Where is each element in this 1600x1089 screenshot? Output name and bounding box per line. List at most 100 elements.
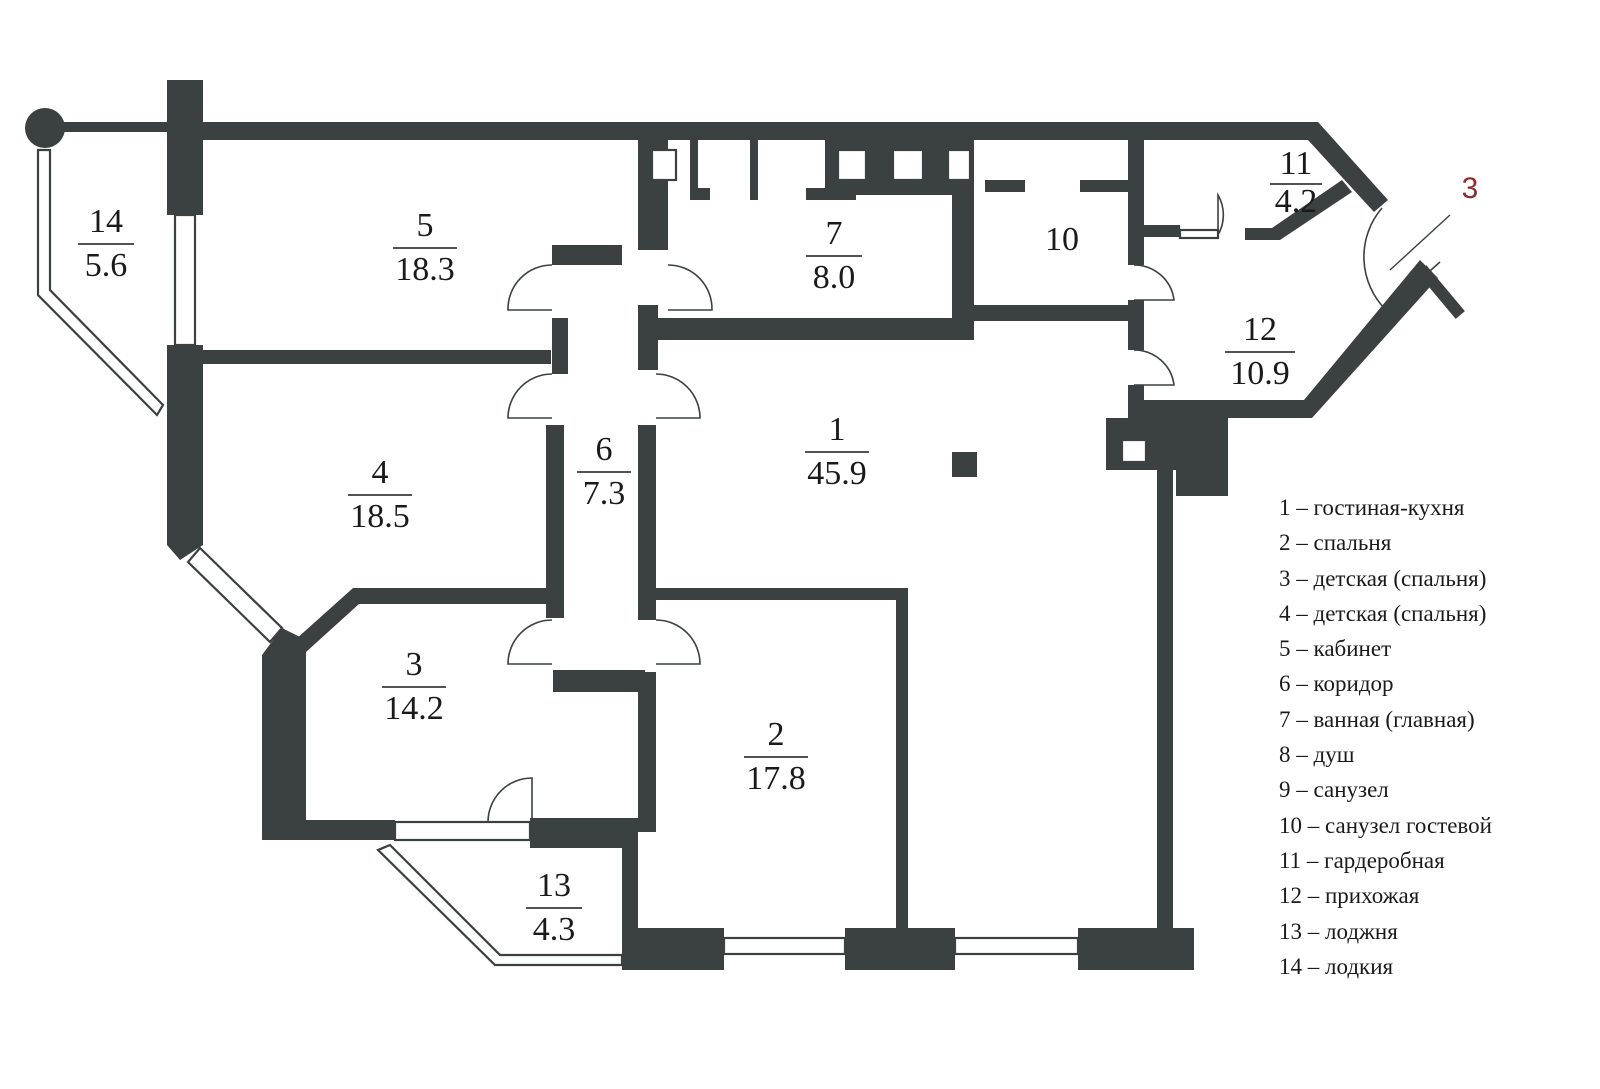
left-wall-lower bbox=[167, 345, 203, 560]
wall-bath-partition-1 bbox=[690, 140, 698, 195]
door-room3 bbox=[507, 619, 553, 665]
room-label-14: 14 5.6 bbox=[78, 203, 134, 284]
room-number: 3 bbox=[406, 646, 423, 683]
room-label-7: 7 8.0 bbox=[806, 215, 862, 296]
legend-item: 6 – коридор bbox=[1279, 671, 1394, 697]
wall-wardrobe-diagonal bbox=[1272, 180, 1352, 240]
door-room5 bbox=[507, 264, 553, 311]
balcony-13-frame bbox=[376, 843, 624, 967]
window-bottom-1 bbox=[722, 936, 847, 956]
wall-bath-partition-2 bbox=[750, 140, 758, 200]
wall-5-4 bbox=[203, 350, 551, 364]
legend-item: 12 – прихожая bbox=[1279, 883, 1420, 909]
wall-hall-jamb bbox=[1128, 385, 1144, 420]
room-area: 18.5 bbox=[350, 498, 410, 535]
bottom-wall-mid bbox=[845, 928, 955, 970]
legend-item: 3 – детская (спальня) bbox=[1279, 565, 1487, 591]
wall-2-1-top bbox=[656, 588, 906, 600]
wall-wardrobe-bottom-right bbox=[1245, 228, 1280, 240]
legend-item: 8 – душ bbox=[1279, 742, 1355, 768]
room-area: 4.2 bbox=[1275, 183, 1318, 220]
room-label-6: 6 7.3 bbox=[577, 431, 631, 512]
door-hall bbox=[1133, 349, 1175, 386]
room-number: 13 bbox=[537, 867, 571, 904]
apartment-marker-line bbox=[1389, 214, 1451, 271]
room-number: 14 bbox=[89, 203, 123, 240]
wall-corridor-right bbox=[638, 425, 656, 620]
top-wall bbox=[200, 122, 1388, 212]
right-wall-stub bbox=[1417, 265, 1465, 319]
shaft-1 bbox=[650, 148, 678, 182]
room-area: 18.3 bbox=[395, 251, 455, 288]
wall-bath-shelf-1 bbox=[690, 188, 710, 200]
room-area: 4.3 bbox=[533, 911, 576, 948]
wall-corridor-left bbox=[546, 425, 564, 600]
shaft-2 bbox=[836, 148, 868, 182]
doors bbox=[487, 192, 1441, 823]
wall-room2-left bbox=[638, 672, 656, 832]
apartment-marker: 3 bbox=[1462, 172, 1479, 205]
shaft-4 bbox=[946, 148, 972, 182]
room-number: 5 bbox=[417, 207, 434, 244]
wall-bath-left-jamb bbox=[638, 305, 658, 370]
room-number: 12 bbox=[1243, 311, 1277, 348]
door-room13 bbox=[487, 777, 533, 823]
room-label-13: 13 4.3 bbox=[526, 867, 582, 948]
door-room11-leaf bbox=[1178, 228, 1220, 240]
room-area: 7.3 bbox=[583, 475, 626, 512]
window-room3 bbox=[393, 820, 532, 842]
wall-bath-bottom bbox=[658, 318, 952, 340]
wall-4-3 bbox=[295, 588, 546, 652]
legend-item: 10 – санузел гостевой bbox=[1279, 812, 1492, 838]
room-number: 7 bbox=[826, 215, 843, 252]
door-room10 bbox=[1133, 264, 1175, 301]
room-area: 5.6 bbox=[85, 247, 128, 284]
room-label-3: 3 14.2 bbox=[382, 646, 446, 727]
door-room1 bbox=[655, 373, 701, 419]
balcony-14-frame bbox=[36, 148, 165, 417]
room-number: 1 bbox=[829, 411, 846, 448]
room-legend: 1 – гостиная-кухня 2 – спальня 3 – детск… bbox=[1279, 490, 1492, 984]
wall-3-top-right bbox=[553, 670, 645, 692]
wall-corridor-left-low bbox=[546, 600, 564, 618]
room-label-10: 10 bbox=[1045, 221, 1079, 258]
wall-wc-shelf-2 bbox=[1080, 180, 1130, 192]
legend-item: 14 – лодкия bbox=[1279, 953, 1394, 979]
wall-wc-bottom bbox=[974, 305, 1134, 321]
wall-wc-side-top bbox=[1128, 140, 1144, 265]
wall-wardrobe-bottom-left bbox=[1144, 225, 1180, 237]
room-area: 10.9 bbox=[1230, 355, 1290, 392]
legend-item: 2 – спальня bbox=[1279, 530, 1392, 556]
room-label-11: 11 4.2 bbox=[1270, 145, 1322, 220]
room-label-1: 1 45.9 bbox=[805, 411, 869, 492]
right-corner-block bbox=[1106, 418, 1228, 496]
outer-walls bbox=[25, 80, 1465, 970]
room-number: 6 bbox=[596, 431, 613, 468]
legend-item: 5 – кабинет bbox=[1279, 636, 1392, 662]
left-wall-room3 bbox=[262, 628, 395, 840]
room-number: 4 bbox=[372, 454, 389, 491]
legend-item: 7 – ванная (главная) bbox=[1279, 706, 1475, 732]
legend-item: 13 – лоджня bbox=[1279, 918, 1398, 944]
room-area: 14.2 bbox=[384, 690, 444, 727]
room-area: 17.8 bbox=[746, 760, 806, 797]
legend-item: 4 – детская (спальня) bbox=[1279, 600, 1487, 626]
door-room11 bbox=[1217, 192, 1225, 236]
balcony-column bbox=[25, 108, 65, 148]
window-left-upper bbox=[173, 213, 197, 347]
room-number: 2 bbox=[768, 716, 785, 753]
room-label-12: 12 10.9 bbox=[1225, 311, 1295, 392]
room-area: 8.0 bbox=[813, 259, 856, 296]
right-vertical-wall bbox=[1157, 470, 1173, 940]
bottom-wall-right bbox=[1078, 928, 1194, 970]
wall-2-1-side bbox=[896, 588, 908, 930]
wall-room3-right bbox=[530, 818, 638, 960]
door-room4 bbox=[507, 373, 553, 419]
room-label-5: 5 18.3 bbox=[393, 207, 457, 288]
room-area: 45.9 bbox=[807, 455, 867, 492]
shaft-box bbox=[1120, 438, 1148, 464]
room-number: 10 bbox=[1045, 221, 1079, 258]
wall-corridor-jamb-1 bbox=[552, 318, 568, 374]
room-label-2: 2 17.8 bbox=[744, 716, 808, 797]
